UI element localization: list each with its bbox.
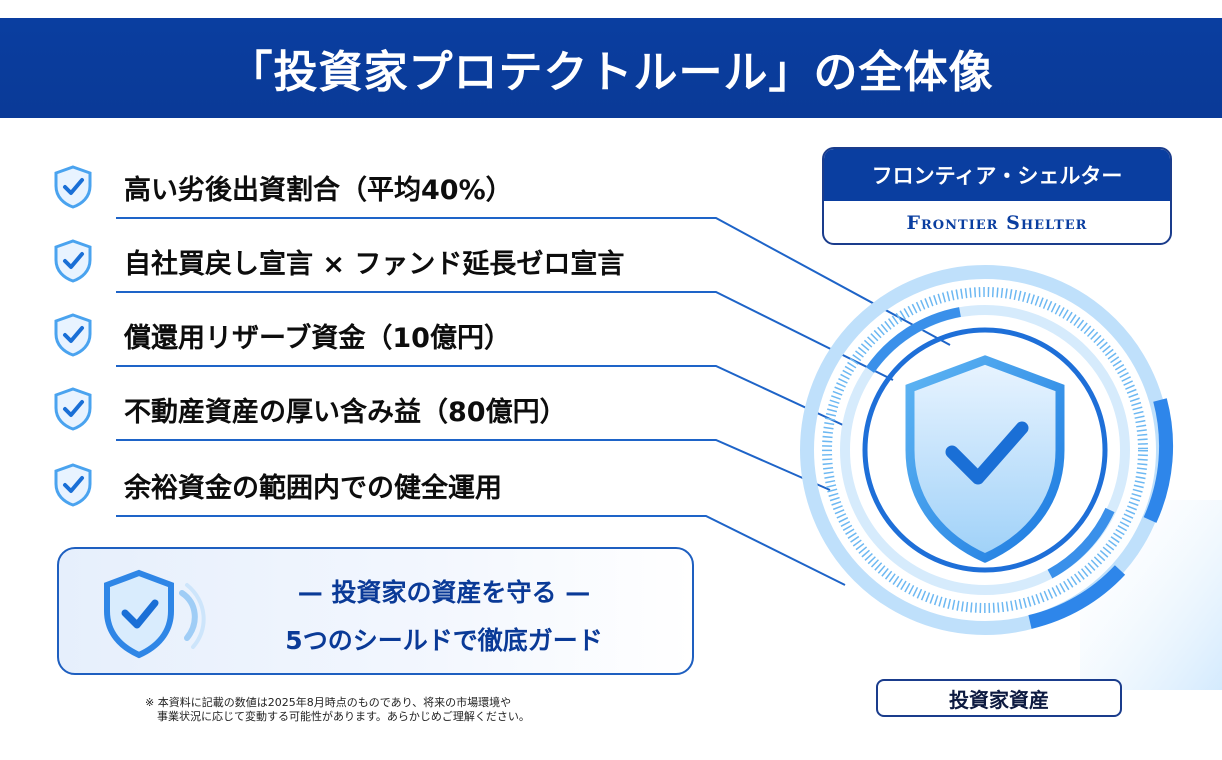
inner-ring <box>862 327 1108 573</box>
banner-line-1: — 投資家の資産を守る — <box>297 578 591 607</box>
shield-check-icon <box>54 165 92 209</box>
brand-name-en: Frontier Shelter <box>906 212 1088 234</box>
title-banner: 「投資家プロテクトルール」の全体像 <box>0 18 1222 118</box>
rule-label: 余裕資金の範囲内での健全運用 <box>124 472 502 504</box>
shield-rings-graphic <box>800 265 1222 690</box>
outer-ring-arc <box>1028 565 1126 629</box>
tick-ring <box>822 287 1148 613</box>
brand-name-jp: フロンティア・シェルター <box>824 149 1170 201</box>
shield-check-icon <box>54 387 92 431</box>
footnote: ※ 本資料に記載の数値は2025年8月時点のものであり、将来の市場環境や 事業状… <box>145 696 530 724</box>
summary-banner: — 投資家の資産を守る — 5つのシールドで徹底ガード <box>57 547 694 675</box>
page-title: 「投資家プロテクトルール」の全体像 <box>228 47 994 98</box>
outer-ring-arc <box>1143 398 1174 523</box>
shield-check-icon <box>54 239 92 283</box>
rule-divider-1 <box>116 217 716 219</box>
rule-divider-3 <box>116 365 716 367</box>
rule-divider-5 <box>116 515 706 517</box>
brand-box: フロンティア・シェルター Frontier Shelter <box>822 147 1172 245</box>
middle-ring-arc <box>1047 507 1115 579</box>
middle-ring <box>840 305 1130 595</box>
rule-divider-4 <box>116 439 716 441</box>
investor-assets-label: 投資家資産 <box>876 679 1122 717</box>
shield-check-icon <box>54 463 92 507</box>
rule-label: 自社買戻し宣言 × ファンド延長ゼロ宣言 <box>124 248 625 280</box>
rule-label: 不動産資産の厚い含み益（80億円） <box>124 396 567 428</box>
shield-check-icon <box>54 313 92 357</box>
rule-item-4: 不動産資産の厚い含み益（80億円） <box>50 384 567 434</box>
footnote-line-1: ※ 本資料に記載の数値は2025年8月時点のものであり、将来の市場環境や <box>145 696 512 709</box>
rule-item-2: 自社買戻し宣言 × ファンド延長ゼロ宣言 <box>50 236 624 286</box>
middle-ring-arc <box>865 307 961 373</box>
banner-line-2: 5つのシールドで徹底ガード <box>285 626 603 655</box>
core-shield-icon <box>905 355 1065 563</box>
rule-divider-2 <box>116 291 716 293</box>
rule-item-5: 余裕資金の範囲内での健全運用 <box>50 460 502 510</box>
rule-item-1: 高い劣後出資割合（平均40%） <box>50 162 513 212</box>
rule-item-3: 償還用リザーブ資金（10億円） <box>50 310 511 360</box>
rule-label: 高い劣後出資割合（平均40%） <box>124 174 513 206</box>
checkmark-icon <box>945 421 1029 485</box>
footnote-line-2: 事業状況に応じて変動する可能性があります。あらかじめご理解ください。 <box>157 710 530 723</box>
rule-label: 償還用リザーブ資金（10億円） <box>124 322 511 354</box>
shield-check-icon <box>104 569 206 659</box>
